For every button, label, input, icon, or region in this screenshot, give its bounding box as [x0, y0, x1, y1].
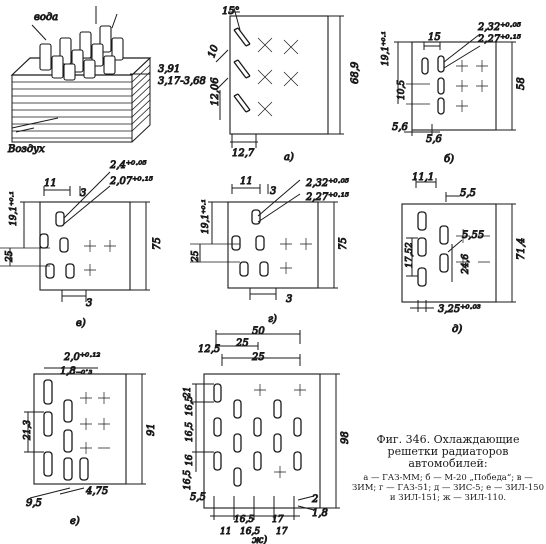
zh-dim-25b: 25 [251, 352, 265, 363]
e-letter: е) [70, 516, 80, 527]
v-dim-25: 25 [5, 250, 15, 263]
b-dim-191: 19,1⁺⁰·¹ [381, 31, 391, 66]
panel-a [215, 7, 344, 148]
a-dim-127: 12,7 [232, 148, 255, 159]
d-height: 71,4 [516, 238, 527, 260]
g-dim-3: 3 [270, 186, 276, 197]
sketch-dim-1: 3,91 [158, 64, 180, 75]
zh-dim-b17b: 17 [276, 527, 288, 537]
radiator-sketch [10, 6, 152, 143]
figure-caption: Фиг. 346. Охлаждающие решетки радиаторов… [352, 433, 544, 504]
a-height: 68,9 [350, 61, 361, 84]
v-height: 75 [152, 237, 163, 250]
d-dim-555: 5,55 [462, 230, 484, 241]
zh-dim-165b: 16,5 [185, 422, 195, 442]
water-label: вода [34, 12, 58, 23]
zh-dim-2: 2 [311, 494, 318, 505]
zh-dim-165c: 16,5 [183, 470, 193, 490]
b-dim-w1: 2,32⁺⁰·⁰⁵ [477, 22, 521, 33]
e-dim-w2: 1,8₋₀·₃ [60, 366, 92, 377]
d-dim-246: 24,6 [461, 254, 471, 275]
v-dim-w1: 2,4⁺⁰·⁰⁵ [109, 160, 146, 171]
panel-b [394, 33, 516, 136]
panel-zh [192, 330, 340, 520]
panel-e [24, 367, 146, 499]
e-dim-475: 4,75 [85, 486, 108, 497]
v-dim-11: 11 [44, 178, 57, 189]
g-height: 75 [338, 237, 349, 250]
b-dim-105: 10,5 [397, 80, 407, 100]
d-dim-325: 3,25⁺⁰·⁰³ [438, 304, 481, 315]
zh-letter: ж) [252, 535, 267, 544]
zh-dim-b11: 11 [220, 527, 231, 537]
a-letter: а) [284, 152, 294, 163]
b-height: 58 [516, 77, 527, 90]
zh-dim-16: 16 [185, 454, 195, 466]
g-letter: г) [268, 314, 277, 325]
sketch-dim-2: 3,17-3,68 [158, 76, 206, 87]
e-dim-213: 21,3 [23, 420, 33, 441]
zh-dim-b17: 17 [272, 515, 284, 525]
e-dim-w1: 2,0⁺⁰·¹² [63, 352, 100, 363]
zh-dim-b1651: 16,5 [240, 527, 260, 537]
d-dim-111: 11,1 [412, 172, 434, 183]
a-dim-10: 10 [206, 43, 221, 59]
panel-g [190, 179, 338, 300]
b-dim-56a: 5,6 [392, 122, 409, 133]
g-dim-11: 11 [240, 176, 253, 187]
zh-dim-21: 21 [183, 387, 193, 399]
zh-dim-b165: 16,5 [234, 515, 254, 525]
panel-d [401, 178, 516, 312]
e-dim-95: 9,5 [26, 498, 42, 509]
g-dim-191: 19,1⁺⁰·¹ [201, 199, 211, 234]
v-letter: в) [76, 318, 86, 329]
b-dim-56b: 5,6 [426, 134, 443, 145]
b-dim-w2: 2,27⁺⁰·¹⁵ [477, 34, 521, 45]
a-dim-1206: 12,06 [210, 77, 221, 106]
b-letter: б) [444, 154, 454, 165]
g-dim-w2: 2,27⁺⁰·¹⁵ [305, 192, 349, 203]
air-label: Воздух [7, 144, 45, 155]
d-dim-55: 5,5 [460, 188, 476, 199]
zh-dim-25a: 25 [235, 338, 249, 349]
zh-height: 98 [340, 431, 351, 444]
zh-dim-125: 12,5 [198, 344, 220, 355]
caption-legend: а — ГАЗ-ММ; б — М-20 „Победа“; в — ЗИМ; … [352, 473, 544, 503]
g-dim-w1: 2,32⁺⁰·⁰⁵ [305, 178, 349, 189]
v-dim-w2: 2,07⁺⁰·¹⁵ [109, 176, 153, 187]
caption-title: Фиг. 346. Охлаждающие решетки радиаторов… [376, 433, 520, 470]
b-dim-15: 15 [428, 32, 441, 43]
v-dim-3b: 3 [86, 298, 92, 309]
zh-dim-18: 1,8 [312, 508, 328, 519]
d-letter: д) [452, 324, 462, 335]
a-angle: 15° [222, 6, 240, 17]
panel-v [0, 171, 150, 302]
g-dim-3b: 3 [286, 294, 292, 305]
zh-dim-55: 5,5 [190, 492, 206, 503]
v-dim-191: 19,1⁺⁰·¹ [9, 191, 19, 226]
g-dim-25: 25 [191, 250, 201, 263]
v-dim-3: 3 [80, 188, 86, 199]
zh-dim-50: 50 [252, 326, 265, 337]
e-height: 91 [146, 423, 157, 436]
zh-dim-165: 16,5 [185, 396, 195, 416]
d-dim-1752: 17,52 [405, 242, 415, 268]
